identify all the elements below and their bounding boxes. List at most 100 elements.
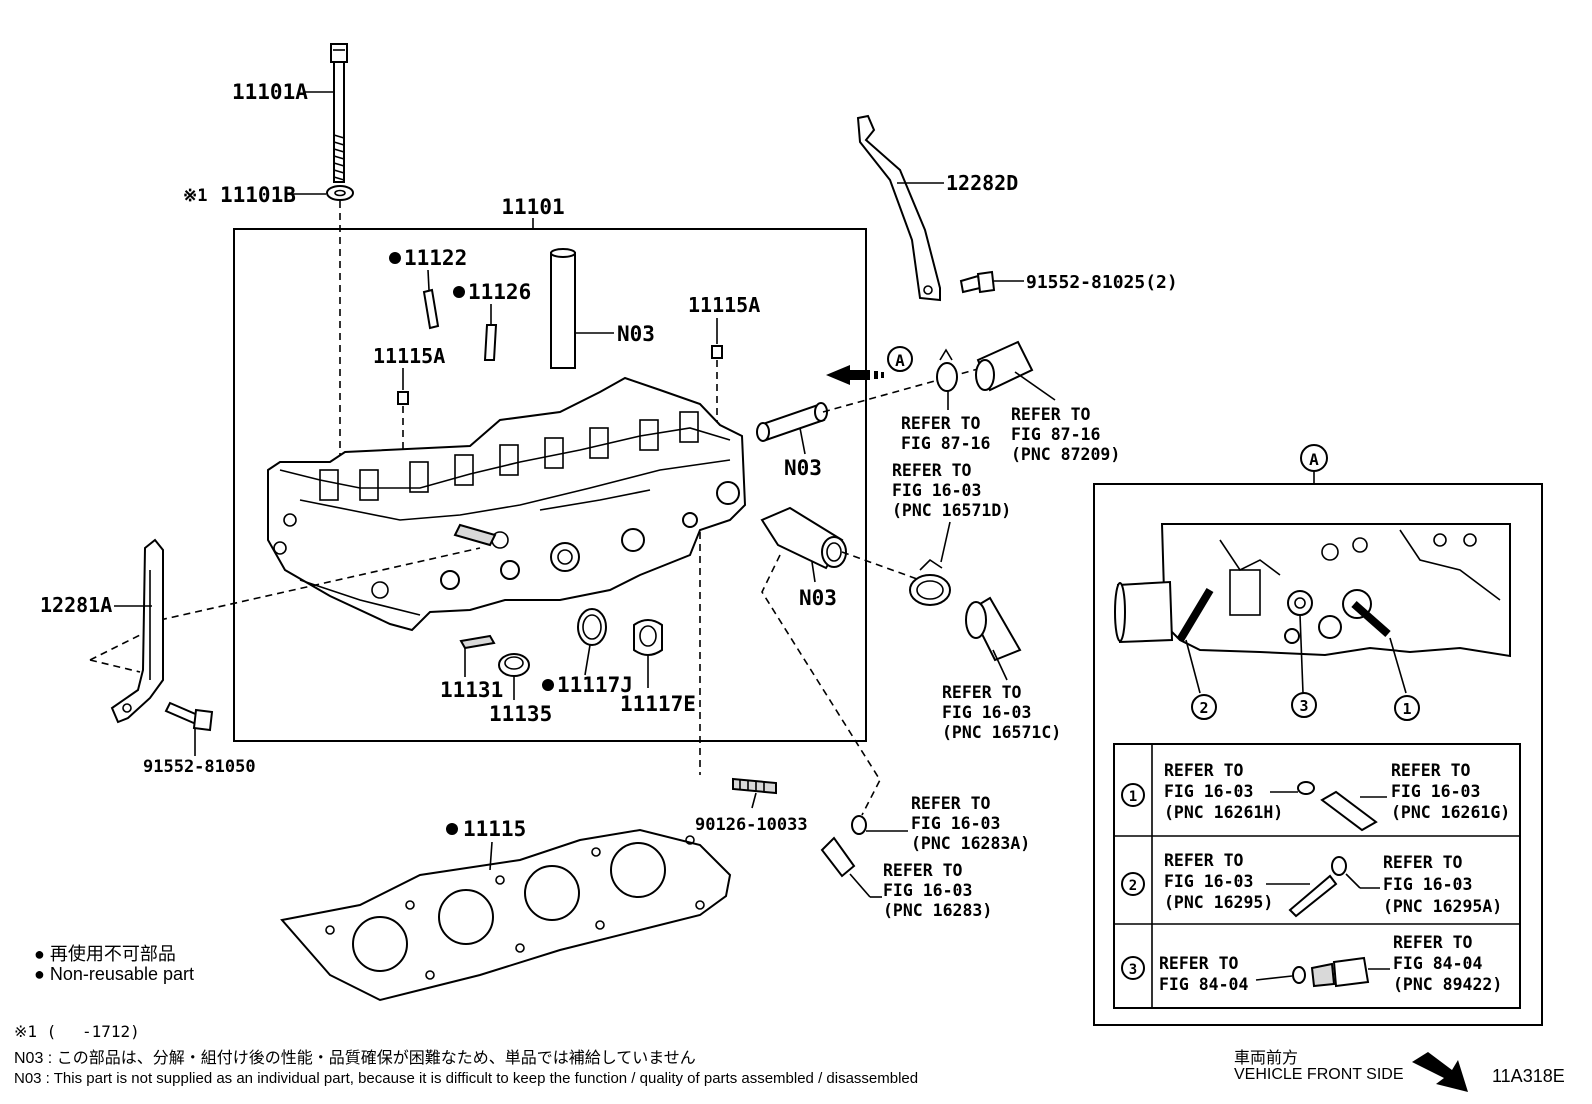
callout-3-top: 3 [1299, 697, 1308, 715]
front-arrow [1412, 1052, 1468, 1092]
label-11101B-mark: ※1 [183, 186, 207, 206]
svg-text:(PNC 16261H): (PNC 16261H) [1164, 803, 1283, 822]
svg-text:REFER TO: REFER TO [1159, 954, 1239, 973]
detail-table [1113, 743, 1521, 1009]
guide-12281A [110, 538, 164, 724]
dowel-11115A-right [711, 345, 723, 359]
svg-text:REFER TO: REFER TO [892, 461, 972, 480]
ref-fig87-16-hose: REFER TO FIG 87-16 (PNC 87209) [1011, 405, 1120, 464]
callout-A-circle [887, 346, 913, 372]
pipe-N03-low [760, 506, 847, 570]
hose-87209 [975, 340, 1034, 392]
label-11126: 11126 [468, 280, 531, 304]
detail-A-label: A [1309, 450, 1319, 469]
front-side-en: VEHICLE FRONT SIDE [1234, 1066, 1404, 1083]
label-11117E: 11117E [620, 692, 696, 716]
legend-bullet-jp: ● [34, 944, 45, 964]
plug-11117E [633, 619, 663, 656]
detail-A-frame [1093, 483, 1543, 1026]
svg-text:REFER TO: REFER TO [883, 861, 963, 880]
svg-text:REFER TO: REFER TO [1164, 851, 1244, 870]
table-row3-callout: 3 [1129, 962, 1137, 978]
callout-1-top: 1 [1402, 700, 1411, 718]
pipe-N03-mid [756, 402, 828, 442]
pin-11122 [422, 288, 440, 330]
svg-text:(PNC 16261G): (PNC 16261G) [1391, 803, 1510, 822]
ref-16571C: REFER TO FIG 16-03 (PNC 16571C) [942, 683, 1061, 742]
bracket-12282D [856, 114, 941, 302]
table-row2-parts [1266, 856, 1380, 918]
part-11131 [459, 634, 496, 650]
svg-text:FIG 16-03: FIG 16-03 [1391, 782, 1480, 801]
head-bolt-11101A [330, 43, 348, 183]
hose-clamp-top [936, 348, 958, 392]
ref-16571D: REFER TO FIG 16-03 (PNC 16571D) [892, 461, 1011, 520]
legend-en: ● Non-reusable part [34, 964, 194, 985]
svg-text:(PNC 16283A): (PNC 16283A) [911, 834, 1030, 853]
label-91552-81050: 91552-81050 [143, 757, 256, 777]
table-row1-callout: 1 [1129, 789, 1137, 805]
pin-11126 [483, 324, 498, 361]
table-row2-right-ref: REFER TO FIG 16-03 (PNC 16295A) [1383, 853, 1502, 916]
n03-note-jp: N03 : この部品は、分解・組付け後の性能・品質確保が困難なため、単品では補給… [14, 1050, 696, 1067]
label-11122: 11122 [404, 246, 467, 270]
svg-text:FIG 84-04: FIG 84-04 [1393, 954, 1482, 973]
svg-text:REFER TO: REFER TO [1393, 933, 1473, 952]
cylinder-head-frame [233, 228, 867, 742]
svg-text:REFER TO: REFER TO [1383, 853, 1463, 872]
svg-text:(PNC 89422): (PNC 89422) [1393, 975, 1502, 994]
bolt-91552-81050 [164, 701, 214, 732]
svg-text:FIG 87-16: FIG 87-16 [901, 434, 990, 453]
ref-fig87-16-clamp: REFER TO FIG 87-16 [901, 414, 990, 453]
svg-text:REFER TO: REFER TO [911, 794, 991, 813]
label-11101B: 11101B [220, 183, 296, 207]
svg-text:(PNC 16571C): (PNC 16571C) [942, 723, 1061, 742]
label-N03-low: N03 [799, 586, 837, 610]
label-11131: 11131 [440, 678, 503, 702]
svg-text:(PNC 16571D): (PNC 16571D) [892, 501, 1011, 520]
label-91552-81025: 91552-81025(2) [1026, 272, 1178, 293]
dowel-11115A-left [397, 391, 409, 405]
hose-16571C [965, 596, 1022, 662]
flow-arrow-A [826, 365, 884, 385]
legend-en-text: Non-reusable part [49, 964, 194, 984]
svg-text:REFER TO: REFER TO [1011, 405, 1091, 424]
tube-N03-top [550, 248, 576, 369]
callout-2-top: 2 [1199, 699, 1208, 717]
label-11115A-left: 11115A [373, 344, 445, 368]
svg-text:FIG 84-04: FIG 84-04 [1159, 975, 1248, 994]
svg-text:FIG 87-16: FIG 87-16 [1011, 425, 1100, 444]
ref-16283A: REFER TO FIG 16-03 (PNC 16283A) [911, 794, 1030, 853]
svg-text:FIG 16-03: FIG 16-03 [883, 881, 972, 900]
svg-text:(PNC 16283): (PNC 16283) [883, 901, 992, 920]
cylinder-head-block [267, 376, 747, 632]
svg-text:REFER TO: REFER TO [1391, 761, 1471, 780]
svg-text:FIG 16-03: FIG 16-03 [1383, 875, 1472, 894]
detail-A-illustration [1114, 523, 1511, 658]
seal-11135 [498, 653, 530, 677]
svg-text:REFER TO: REFER TO [901, 414, 981, 433]
svg-text:(PNC 16295): (PNC 16295) [1164, 893, 1273, 912]
n03-note-en: N03 : This part is not supplied as an in… [14, 1070, 919, 1087]
clamp-16283A [851, 815, 867, 835]
svg-text:FIG 16-03: FIG 16-03 [1164, 872, 1253, 891]
head-gasket-11115 [280, 828, 732, 1002]
legend-bullet-en: ● [34, 964, 45, 984]
legend-jp-text: 再使用不可部品 [49, 944, 176, 964]
svg-text:FIG 16-03: FIG 16-03 [942, 703, 1031, 722]
applicability-note: ※1 ( -1712) [14, 1022, 140, 1041]
svg-text:FIG 16-03: FIG 16-03 [911, 814, 1000, 833]
label-12282D: 12282D [946, 171, 1018, 195]
bolt-91552-81025 [959, 270, 996, 294]
label-11115A-right: 11115A [688, 293, 760, 317]
svg-text:FIG 16-03: FIG 16-03 [1164, 782, 1253, 801]
label-N03-top: N03 [617, 322, 655, 346]
table-row2-callout: 2 [1129, 878, 1137, 894]
svg-text:(PNC 16295A): (PNC 16295A) [1383, 897, 1502, 916]
label-11135: 11135 [489, 702, 552, 726]
legend-jp: ● 再使用不可部品 [34, 940, 176, 966]
table-row3-left-ref: REFER TO FIG 84-04 [1159, 954, 1248, 994]
seal-11117J [577, 608, 607, 646]
